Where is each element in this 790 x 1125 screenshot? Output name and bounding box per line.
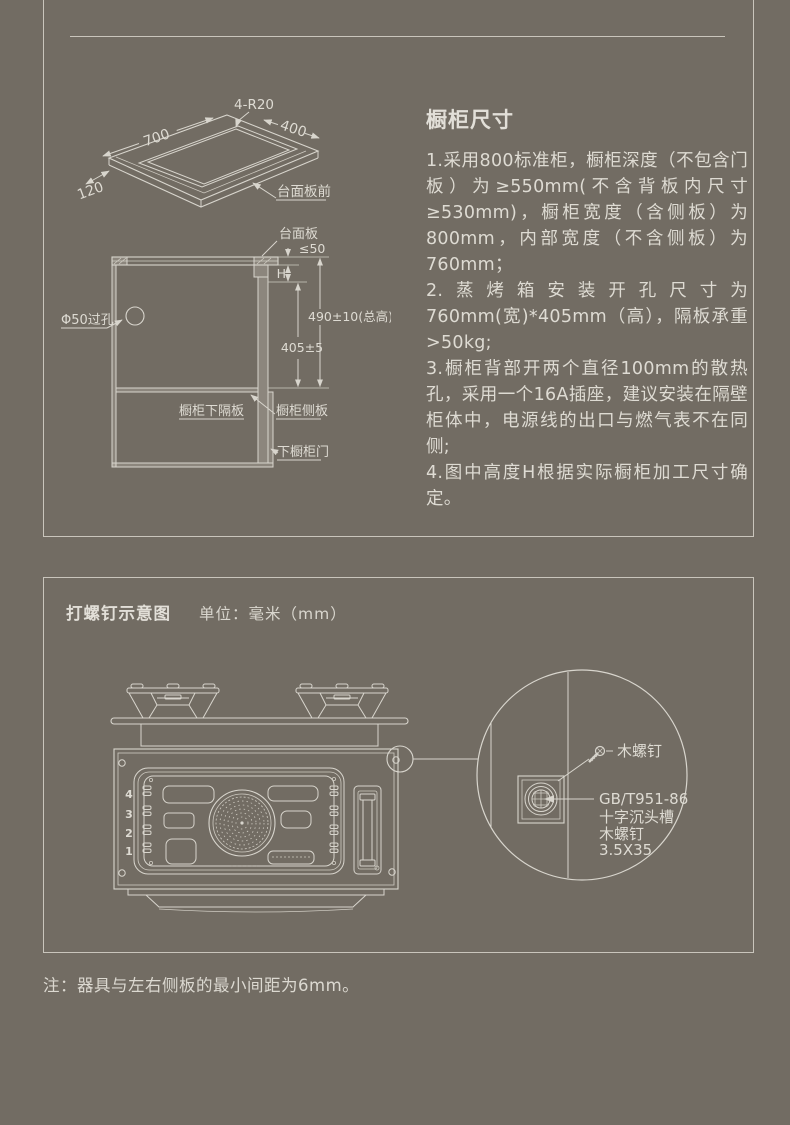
cabinet-spec-text: 橱柜尺寸 1.采用800标准柜，橱柜深度（不包含门板）为≥550mm(不含背板内… xyxy=(426,104,748,512)
oven-cavity xyxy=(162,785,319,867)
spec-paragraph-1: 1.采用800标准柜，橱柜深度（不包含门板）为≥550mm(不含背板内尺寸≥53… xyxy=(426,151,748,275)
countertop-cutout-drawing: 700 400 120 4-R20 台面板前 xyxy=(75,97,331,208)
countertop-section xyxy=(111,256,279,266)
countertop-front-text: 台面板前 xyxy=(277,183,331,200)
screw-spec-line-1: GB/T951-86 xyxy=(599,790,688,808)
cabinet-dimensions-heading: 橱柜尺寸 xyxy=(426,108,514,132)
oven-body xyxy=(113,748,400,890)
cabinet-section-drawing: Φ50过孔 台面板 ≤50 H xyxy=(61,227,391,468)
rack-tabs-left xyxy=(142,785,152,853)
screw-spec-line-3: 木螺钉 xyxy=(599,825,644,843)
dimension-h: H xyxy=(277,266,292,282)
dim-r20-label: 4-R20 xyxy=(234,97,274,113)
pass-hole: Φ50过孔 xyxy=(61,306,145,329)
screw-panel-unit: 单位：毫米（mm） xyxy=(199,605,347,623)
dim-120-label: 120 xyxy=(75,179,106,203)
screw-diagram-panel: 打螺钉示意图 单位：毫米（mm） xyxy=(43,577,754,953)
dimension-490: 490±10(总高) xyxy=(308,257,391,388)
detail-callout: 木螺钉 GB/T951-86 十字沉头槽 木螺钉 3.5X35 xyxy=(386,669,688,881)
dim-700-label: 700 xyxy=(141,126,171,150)
lower-partition-text: 橱柜下隔板 xyxy=(179,404,244,419)
wood-screw-glyph xyxy=(557,745,613,782)
cooktop xyxy=(110,683,409,747)
wood-screw-label: 木螺钉 xyxy=(617,742,662,760)
cabinet-structure xyxy=(111,264,274,468)
rack-level-1: 1 xyxy=(125,845,133,858)
screw-spec-label: GB/T951-86 十字沉头槽 木螺钉 3.5X35 xyxy=(544,790,688,859)
countertop-slab xyxy=(107,114,320,208)
screw-spec-line-4: 3.5X35 xyxy=(599,841,652,859)
dim-h-label: H xyxy=(277,266,286,281)
spec-paragraph-4: 4.图中高度H根据实际橱柜加工尺寸确定。 xyxy=(426,463,748,509)
cabinet-dimensions-panel: 700 400 120 4-R20 台面板前 xyxy=(43,0,754,537)
rack-tabs-right xyxy=(329,785,339,853)
side-panel-text: 橱柜侧板 xyxy=(276,404,328,419)
pass-hole-label: Φ50过孔 xyxy=(61,313,114,328)
dim-490-label: 490±10(总高) xyxy=(308,309,391,324)
spec-paragraph-3: 3.橱柜背部开两个直径100mm的散热孔，采用一个16A插座，建议安装在隔壁柜体… xyxy=(426,359,748,457)
countertop-front-label: 台面板前 xyxy=(252,182,331,201)
dim-405-label: 405±5 xyxy=(281,340,323,355)
rack-level-2: 2 xyxy=(125,827,133,840)
cutout-opening xyxy=(137,125,299,188)
lower-partition-label: 橱柜下隔板 xyxy=(179,404,244,420)
dimension-corner-radius: 4-R20 xyxy=(234,97,274,128)
dimension-700: 700 xyxy=(102,117,214,157)
screw-installation-drawing: 4 3 2 1 xyxy=(110,669,688,913)
dimension-120: 120 xyxy=(75,170,110,203)
dimension-405: 405±5 xyxy=(281,282,323,388)
lower-door-text: 下橱柜门 xyxy=(277,445,329,460)
dimension-gap50: ≤50 xyxy=(284,241,325,274)
spec-paragraph-2: 2.蒸烤箱安装开孔尺寸为760mm(宽)*405mm（高），隔板承重>50kg; xyxy=(426,281,748,353)
screw-spec-line-2: 十字沉头槽 xyxy=(599,808,674,826)
side-panel-label: 橱柜侧板 xyxy=(250,394,328,420)
countertop-label: 台面板 xyxy=(261,227,318,257)
oven-base xyxy=(127,888,385,913)
screw-panel-header: 打螺钉示意图 单位：毫米（mm） xyxy=(66,600,347,624)
rack-level-3: 3 xyxy=(125,808,133,821)
lower-door-label: 下橱柜门 xyxy=(270,445,329,461)
door-handle xyxy=(353,785,382,875)
bottom-note: 注：器具与左右侧板的最小间距为6mm。 xyxy=(43,976,360,995)
dim-gap50-label: ≤50 xyxy=(299,241,325,256)
countertop-label-text: 台面板 xyxy=(279,227,318,242)
dim-400-label: 400 xyxy=(278,117,308,140)
rack-levels: 4 3 2 1 xyxy=(125,785,339,858)
dimension-extensions xyxy=(268,256,329,389)
dimension-400: 400 xyxy=(263,117,320,141)
rack-level-4: 4 xyxy=(125,788,133,801)
panel-top-divider xyxy=(70,36,725,37)
screw-panel-title: 打螺钉示意图 xyxy=(66,604,171,623)
